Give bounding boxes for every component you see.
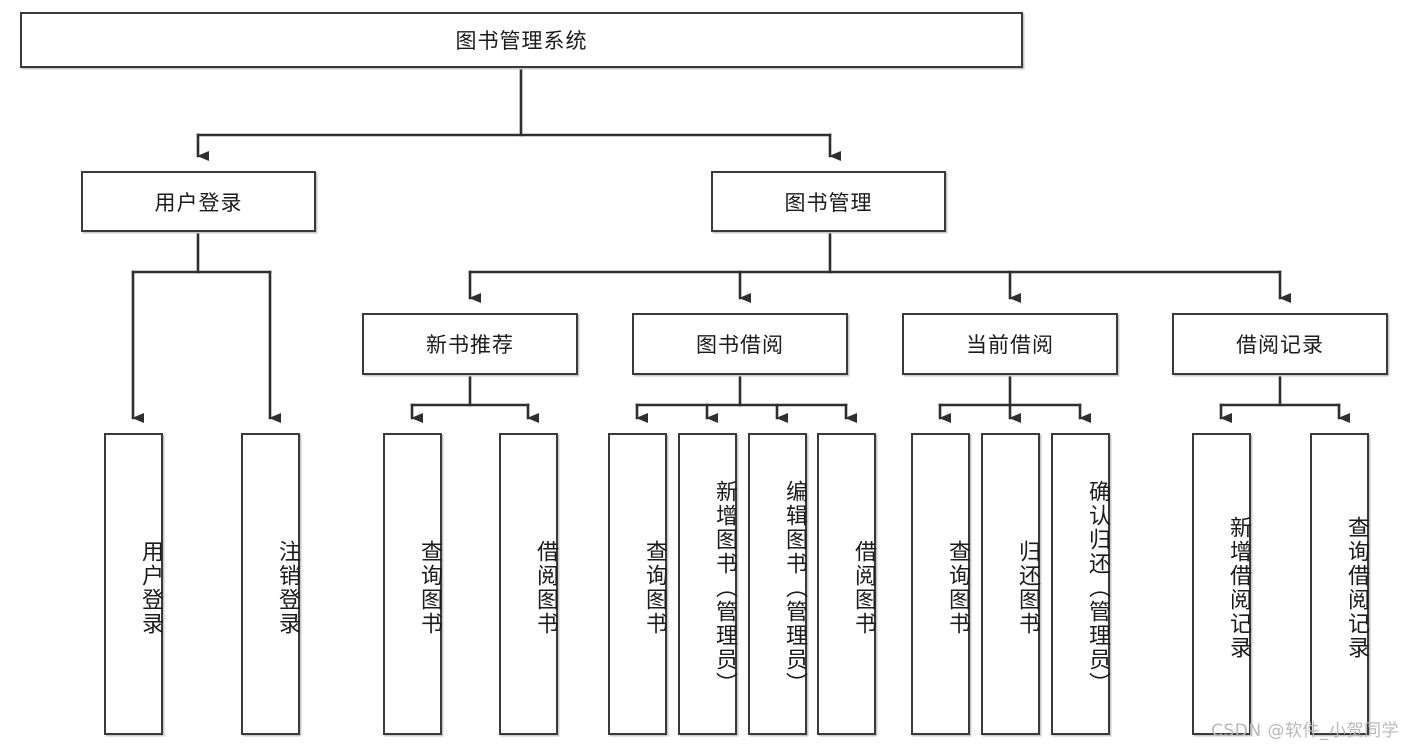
node-label: 查询借阅记录 — [1344, 516, 1369, 660]
node-label: 借阅图书 — [533, 540, 558, 636]
leaf-logout[interactable]: 注销登录 — [241, 433, 300, 735]
leaf-query-book-recommend[interactable]: 查询图书 — [383, 433, 442, 735]
node-label: 借阅图书 — [851, 540, 876, 636]
node-label: 查询图书 — [945, 540, 970, 636]
node-label: 图书管理系统 — [455, 29, 588, 53]
node-label: 用户登录 — [138, 540, 163, 636]
leaf-borrow-book[interactable]: 借阅图书 — [817, 433, 876, 735]
leaf-edit-book-admin[interactable]: 编辑图书（管理员） — [748, 433, 807, 735]
node-label: 编辑图书（管理员） — [782, 480, 807, 696]
node-label: 新书推荐 — [426, 333, 514, 357]
node-label: 新增借阅记录 — [1226, 516, 1251, 660]
node-label: 图书借阅 — [696, 333, 784, 357]
node-label: 确认归还（管理员） — [1085, 480, 1110, 696]
node-root-system[interactable]: 图书管理系统 — [20, 12, 1023, 68]
node-label: 图书管理 — [784, 190, 873, 215]
node-current-borrow[interactable]: 当前借阅 — [902, 313, 1118, 375]
node-new-book-recommend[interactable]: 新书推荐 — [362, 313, 578, 375]
node-user-login[interactable]: 用户登录 — [81, 171, 316, 232]
leaf-add-book-admin[interactable]: 新增图书（管理员） — [678, 433, 737, 735]
node-book-borrow[interactable]: 图书借阅 — [632, 313, 848, 375]
leaf-query-borrow-record[interactable]: 查询借阅记录 — [1310, 433, 1369, 735]
leaf-add-borrow-record[interactable]: 新增借阅记录 — [1192, 433, 1251, 735]
leaf-confirm-return-admin[interactable]: 确认归还（管理员） — [1051, 433, 1110, 735]
node-label: 查询图书 — [642, 540, 667, 636]
leaf-query-book-borrow[interactable]: 查询图书 — [608, 433, 667, 735]
node-label: 当前借阅 — [966, 333, 1054, 357]
leaf-return-book[interactable]: 归还图书 — [981, 433, 1040, 735]
watermark: CSDN @软件_小贺同学 — [1211, 721, 1399, 741]
node-label: 注销登录 — [275, 540, 300, 636]
leaf-borrow-book-recommend[interactable]: 借阅图书 — [499, 433, 558, 735]
node-label: 用户登录 — [154, 190, 243, 215]
node-label: 查询图书 — [417, 540, 442, 636]
leaf-query-book-current[interactable]: 查询图书 — [911, 433, 970, 735]
leaf-user-login[interactable]: 用户登录 — [104, 433, 163, 735]
node-book-management[interactable]: 图书管理 — [711, 171, 946, 232]
node-label: 借阅记录 — [1236, 333, 1324, 357]
node-label: 新增图书（管理员） — [712, 480, 737, 696]
node-label: 归还图书 — [1015, 540, 1040, 636]
node-borrow-records[interactable]: 借阅记录 — [1172, 313, 1388, 375]
